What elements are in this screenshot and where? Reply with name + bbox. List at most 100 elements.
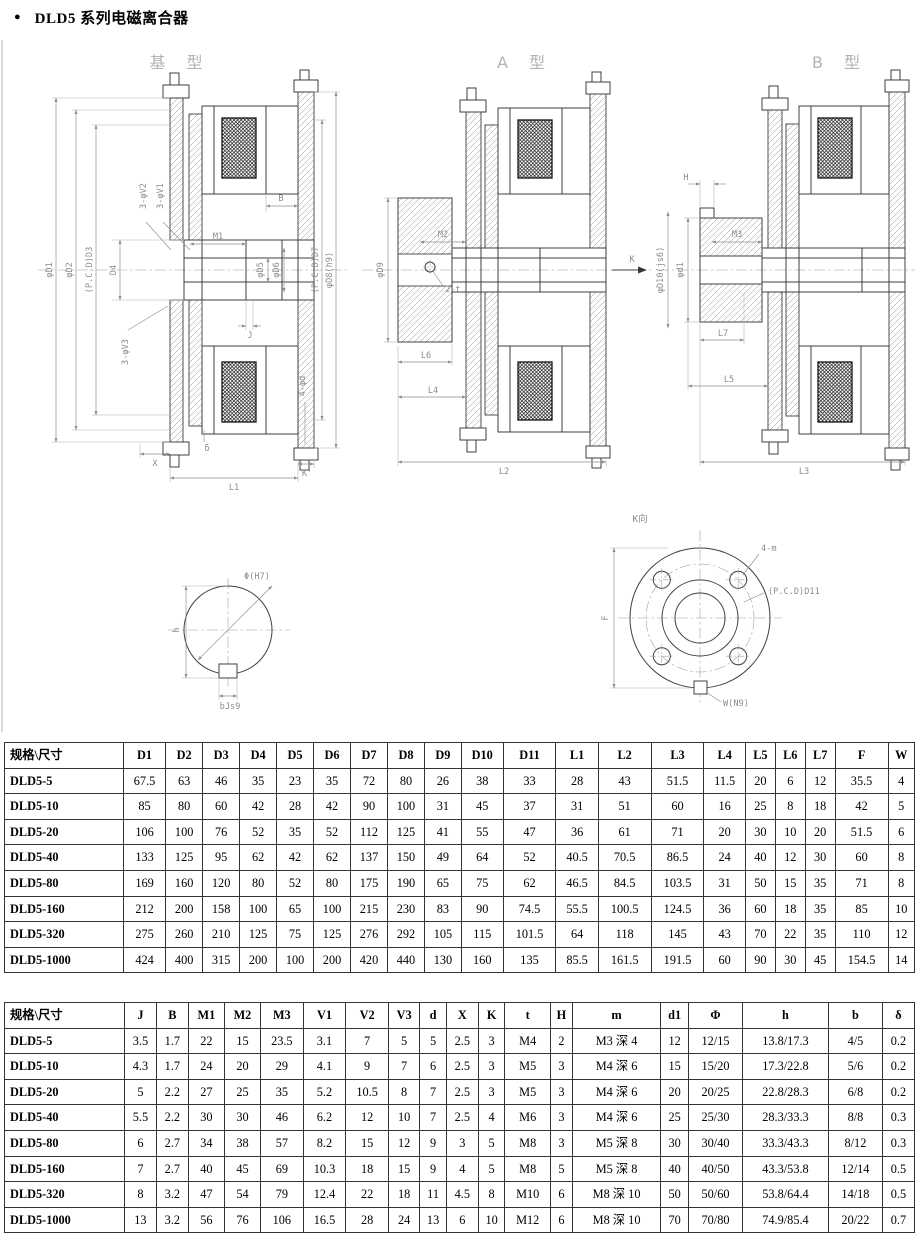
cell-value: 60 bbox=[202, 793, 241, 820]
cell-value: 70.5 bbox=[597, 844, 652, 871]
cell-value: 8 bbox=[887, 869, 915, 897]
dim-label-l3: L3 bbox=[799, 467, 809, 477]
cell-value: 80 bbox=[165, 793, 204, 820]
cell-value: 0.2 bbox=[881, 1078, 916, 1106]
cell-value: 23 bbox=[276, 767, 315, 795]
keyway-slot bbox=[218, 663, 238, 679]
column-header: D10 bbox=[460, 742, 504, 769]
cell-value: 25 bbox=[660, 1104, 690, 1131]
dim-label-b: B bbox=[278, 194, 283, 204]
cell-value: 24 bbox=[703, 844, 746, 871]
cell-value: 3 bbox=[477, 1027, 506, 1055]
cell-value: 75 bbox=[276, 921, 315, 948]
cell-value: 112 bbox=[350, 818, 388, 846]
cell-value: 420 bbox=[350, 946, 388, 974]
cell-value: 6 bbox=[887, 818, 915, 846]
cell-value: M10 bbox=[504, 1181, 552, 1208]
cell-value: 30 bbox=[744, 818, 776, 846]
cell-value: 28.3/33.3 bbox=[741, 1104, 829, 1131]
dim-label-4d: 4-φd bbox=[298, 376, 308, 397]
column-header: D6 bbox=[313, 742, 352, 769]
flange-bore-circle bbox=[674, 592, 726, 644]
cell-value: 15 bbox=[774, 869, 806, 897]
cell-value: 14/18 bbox=[827, 1181, 883, 1208]
cell-value: 38 bbox=[460, 767, 504, 795]
cell-value: 76 bbox=[223, 1206, 262, 1234]
cell-value: 10 bbox=[774, 818, 806, 846]
column-header: h bbox=[741, 1002, 829, 1029]
cell-value: 35 bbox=[313, 767, 352, 795]
cell-value: 5.2 bbox=[302, 1078, 347, 1106]
a-center-block bbox=[451, 247, 607, 293]
b-center-block bbox=[700, 247, 906, 293]
dim-label-l1: L1 bbox=[229, 483, 239, 493]
cell-value: 100 bbox=[239, 895, 278, 923]
dim-label-h-small: h bbox=[172, 627, 182, 632]
row-spec-label: DLD5-5 bbox=[4, 1027, 125, 1055]
column-header: D4 bbox=[239, 742, 278, 769]
cell-value: 100 bbox=[313, 895, 352, 923]
cell-value: 83 bbox=[423, 895, 462, 923]
cell-value: 106 bbox=[260, 1206, 304, 1234]
cell-value: 5 bbox=[887, 793, 915, 820]
cell-value: 18 bbox=[804, 793, 836, 820]
dim-label-kprime: K' bbox=[302, 469, 312, 479]
cell-value: 8/12 bbox=[827, 1129, 883, 1157]
dim-label-d5: φD5 bbox=[256, 262, 266, 278]
a-hub bbox=[397, 197, 453, 343]
cell-value: 110 bbox=[834, 921, 889, 948]
column-header: L1 bbox=[555, 742, 599, 769]
cell-value: 2.5 bbox=[445, 1027, 479, 1055]
cell-value: 25 bbox=[744, 793, 776, 820]
cell-value: 35 bbox=[804, 869, 836, 897]
cell-value: 5.5 bbox=[123, 1104, 157, 1131]
column-header: D1 bbox=[122, 742, 167, 769]
cell-value: 3.1 bbox=[302, 1027, 347, 1055]
cell-value: M3 深 4 bbox=[571, 1027, 662, 1055]
dim-label-4m: 4-m bbox=[761, 544, 777, 554]
row-spec-label: DLD5-1000 bbox=[4, 946, 124, 974]
cell-value: 18 bbox=[774, 895, 806, 923]
cell-value: 154.5 bbox=[834, 946, 889, 974]
cell-value: 4 bbox=[887, 767, 915, 795]
dim-label-phi-h7: Φ(H7) bbox=[244, 572, 270, 582]
cell-value: 55.5 bbox=[555, 895, 599, 923]
cell-value: 45 bbox=[804, 946, 836, 974]
cell-value: 25/30 bbox=[688, 1104, 743, 1131]
row-spec-label: DLD5-10 bbox=[4, 1053, 125, 1080]
cell-value: 71 bbox=[834, 869, 889, 897]
cell-value: 40/50 bbox=[688, 1155, 743, 1183]
cell-value: M8 bbox=[504, 1129, 552, 1157]
cell-value: 11.5 bbox=[703, 767, 746, 795]
base-dimensions: φD1 φD2 (P.C.D)D3 D4 3-φV2 3-φV1 3-φV3 B bbox=[45, 91, 340, 493]
column-header: H bbox=[550, 1002, 573, 1029]
column-header: W bbox=[887, 742, 915, 769]
cell-value: M5 bbox=[504, 1053, 552, 1080]
bolt-holes bbox=[650, 568, 750, 668]
cell-value: 17.3/22.8 bbox=[741, 1053, 829, 1080]
cell-value: 2.5 bbox=[445, 1053, 479, 1080]
cell-value: 20 bbox=[804, 818, 836, 846]
cell-value: 86.5 bbox=[650, 844, 705, 871]
cell-value: 5/6 bbox=[827, 1053, 883, 1080]
cell-value: 7 bbox=[419, 1078, 447, 1106]
cell-value: 260 bbox=[165, 921, 204, 948]
cell-value: 158 bbox=[202, 895, 241, 923]
cell-value: 15 bbox=[387, 1155, 421, 1183]
cell-value: 3.2 bbox=[155, 1181, 189, 1208]
cell-value: 51.5 bbox=[834, 818, 889, 846]
cell-value: M6 bbox=[504, 1104, 552, 1131]
cell-value: 18 bbox=[387, 1181, 421, 1208]
cell-value: 315 bbox=[202, 946, 241, 974]
cell-value: 16 bbox=[703, 793, 746, 820]
b-hub bbox=[699, 207, 763, 323]
column-header: D11 bbox=[502, 742, 557, 769]
cell-value: 100.5 bbox=[597, 895, 652, 923]
coil-crosshatch bbox=[817, 361, 853, 423]
